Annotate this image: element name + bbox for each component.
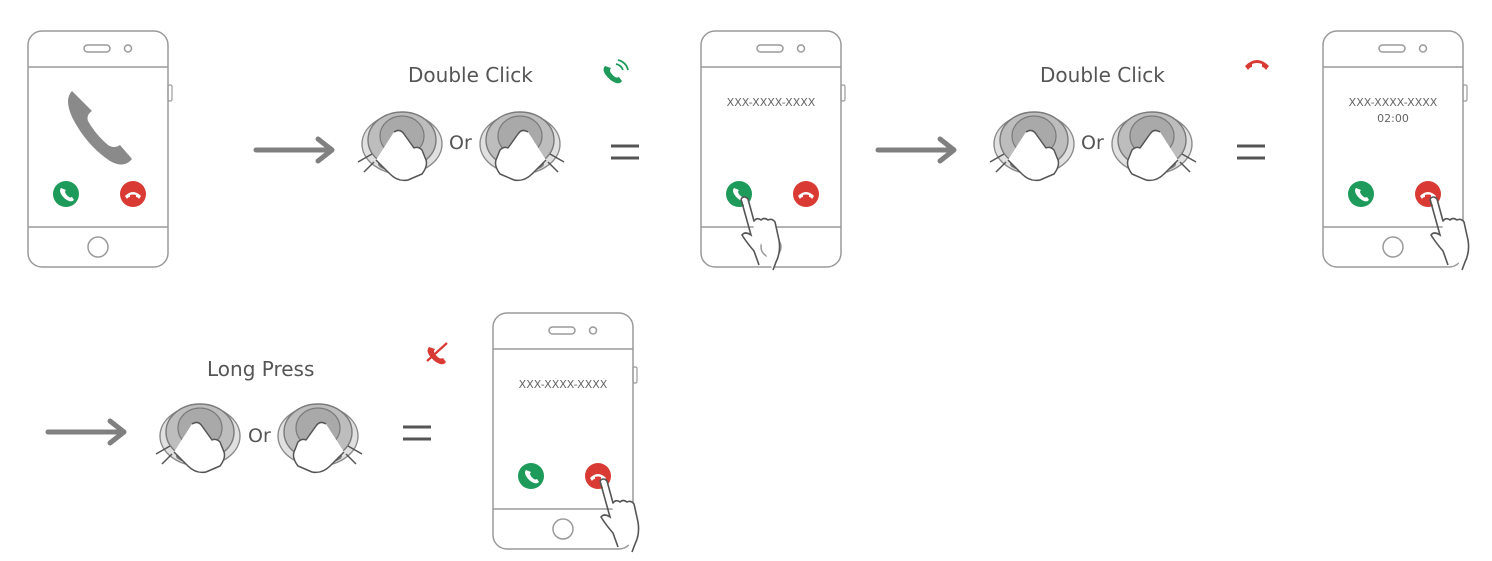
earbud-left-reject — [155, 403, 241, 474]
accept-button — [53, 181, 79, 207]
or-label: Or — [1081, 132, 1104, 154]
arrow-2 — [878, 139, 954, 161]
arrow-1 — [256, 139, 332, 161]
caller-number: XXX-XXXX-XXXX — [519, 378, 608, 391]
accept-button — [518, 463, 544, 489]
earbud-left-answer — [357, 111, 443, 182]
earbud-right-answer — [479, 111, 565, 182]
accept-button — [1348, 181, 1374, 207]
incoming-call-icon — [68, 91, 132, 165]
phone-incoming — [27, 30, 173, 268]
equals-1 — [609, 144, 641, 160]
caller-number: XXX-XXXX-XXXX — [727, 96, 816, 109]
phone-answer-icon — [603, 59, 629, 84]
phone-in-call: XXX-XXXX-XXXX 02:00 — [1322, 30, 1470, 271]
or-label: Or — [449, 132, 472, 154]
phone-answered: XXX-XXXX-XXXX — [700, 30, 846, 271]
caller-number: XXX-XXXX-XXXX — [1349, 96, 1438, 109]
phone-rejected: XXX-XXXX-XXXX — [492, 312, 640, 553]
earbud-left-hangup — [989, 111, 1075, 182]
earbud-right-hangup — [1111, 111, 1197, 182]
decline-button — [120, 181, 146, 207]
arrow-3 — [48, 421, 124, 443]
phone-hangup-icon — [1245, 60, 1269, 70]
call-timer: 02:00 — [1377, 112, 1409, 125]
equals-3 — [401, 425, 433, 441]
decline-button — [793, 181, 819, 207]
action-label-reject: Long Press — [207, 357, 314, 381]
earbud-right-reject — [277, 403, 363, 474]
or-label: Or — [248, 425, 271, 447]
action-label-answer: Double Click — [408, 63, 533, 87]
action-label-hangup: Double Click — [1040, 63, 1165, 87]
equals-2 — [1235, 144, 1267, 160]
phone-reject-icon — [426, 342, 448, 365]
